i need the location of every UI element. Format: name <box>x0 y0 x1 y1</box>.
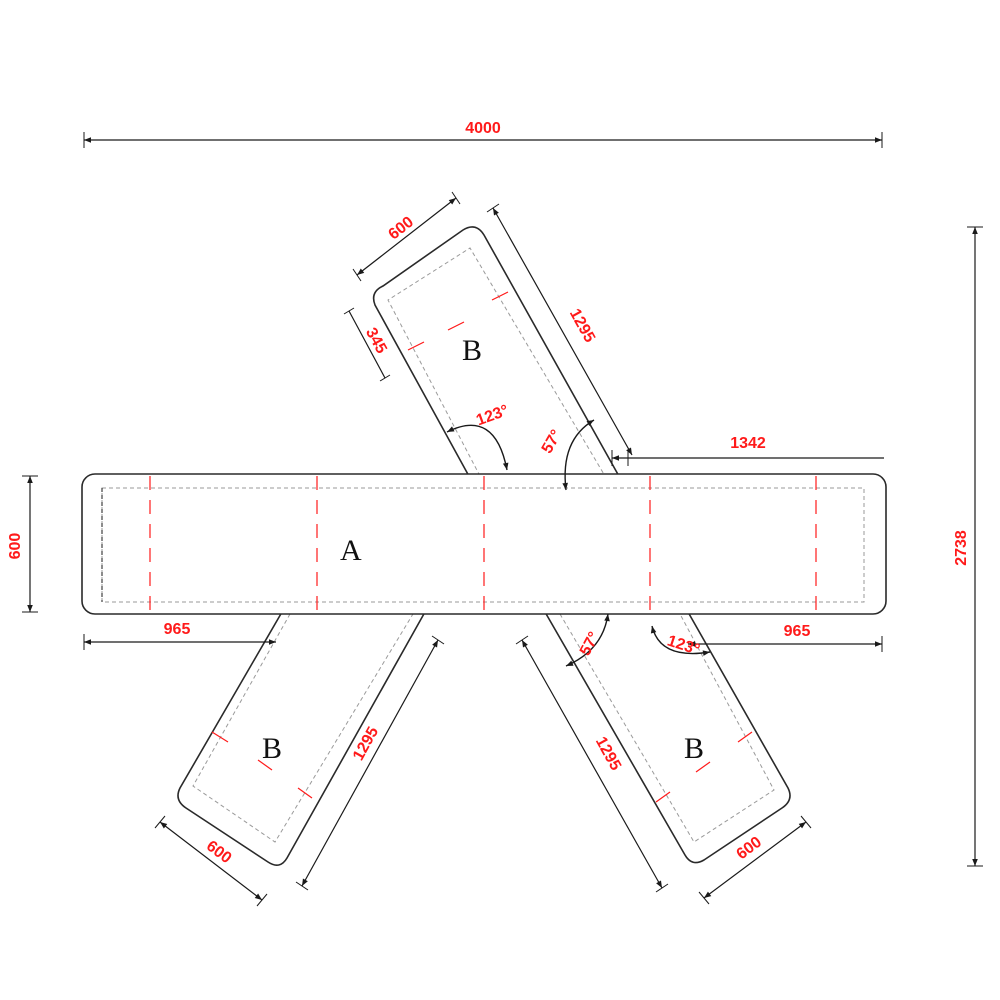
dimension-bottom-left-offset-text: 965 <box>164 621 191 638</box>
dimension-bl-b-width-text: 600 <box>203 838 235 868</box>
panel-b-bottom-left-label: B <box>262 732 282 765</box>
panel-b-bottom-right-label: B <box>684 732 704 765</box>
dimension-top-offset-text: 1342 <box>730 435 766 452</box>
panel-a: A <box>81 473 887 615</box>
panel-b-bottom-right-seam-3 <box>737 731 753 743</box>
panel-b-bottom-left: B <box>177 611 426 866</box>
panel-b-bottom-left-seam-2 <box>257 759 273 771</box>
dimension-a-height-text: 600 <box>7 533 24 560</box>
dimension-top-offset: 1342 <box>611 435 884 466</box>
dimension-overall-width: 4000 <box>83 120 883 148</box>
panel-b-bottom-left-outline <box>177 611 426 866</box>
panel-a-label: A <box>340 534 362 567</box>
dimension-overall-width-text: 4000 <box>465 120 501 137</box>
dimension-top-b-width-text: 600 <box>385 213 417 243</box>
panel-a-outline <box>81 473 887 615</box>
panel-b-bottom-left-seam-1 <box>211 731 229 743</box>
dimension-bottom-right-offset: 965 <box>688 623 883 652</box>
dimension-top-b-length-text: 1295 <box>566 306 598 345</box>
panel-b-top-seam-mid <box>447 321 465 331</box>
dimension-bottom-left-offset: 965 <box>83 621 276 650</box>
dimension-overall-height-text: 2738 <box>953 530 970 566</box>
panel-b-bottom-right-seam-2 <box>695 761 711 773</box>
panel-b-top-seam-left <box>407 341 425 351</box>
dimension-top-b-segment-text: 345 <box>362 325 390 357</box>
panel-b-top-label: B <box>462 334 482 367</box>
dimension-a-height: 600 <box>7 475 38 613</box>
dimension-overall-height: 2738 <box>953 226 983 867</box>
dimension-bottom-right-offset-text: 965 <box>784 623 811 640</box>
